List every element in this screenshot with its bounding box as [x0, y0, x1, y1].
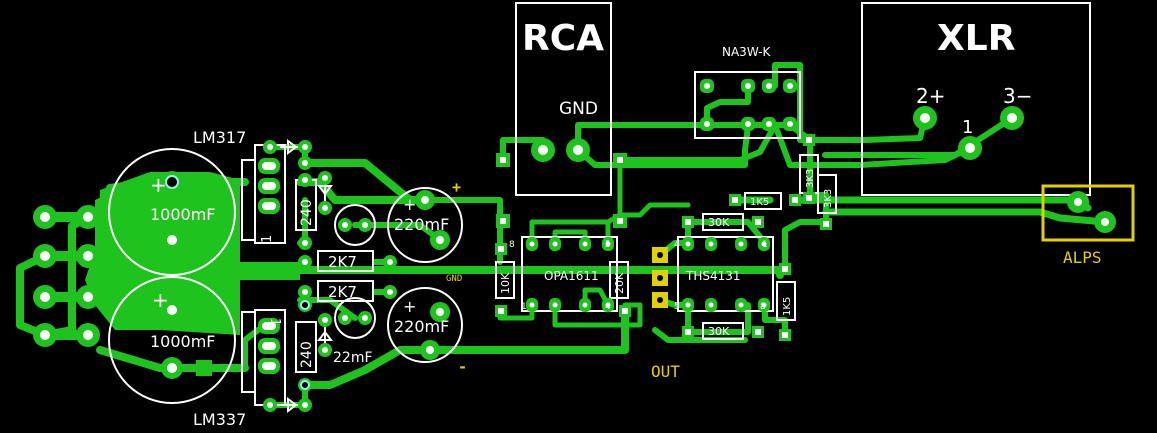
- r3k3-b-outline: [817, 174, 837, 214]
- cap-top-label: 1000mF: [150, 205, 216, 224]
- r10k-outline: [495, 261, 515, 299]
- cap-bot-label: 1000mF: [150, 332, 216, 351]
- ths-label: THS4131: [685, 269, 741, 283]
- r1k5-right-label: 1K5: [782, 297, 793, 316]
- r2k7-bot-outline: [317, 280, 374, 302]
- out-label: OUT: [651, 362, 680, 381]
- xlr-pin3-label: 3−: [1003, 84, 1032, 108]
- r240-bot-label: 240: [299, 341, 315, 368]
- small-pads: [263, 140, 397, 412]
- cap220-top-plus: +: [403, 195, 416, 214]
- lm317-pin1-label: 1: [260, 235, 275, 243]
- r20k-outline: [609, 261, 629, 299]
- ths-outline: [677, 236, 774, 312]
- rca-outline: [515, 2, 612, 196]
- lm317-label: LM317: [193, 128, 246, 147]
- rca-label: RCA: [522, 18, 604, 59]
- r2k7-top-outline: [317, 250, 374, 272]
- opa-pin1-label: 1: [521, 302, 527, 312]
- r10k-label: 10K: [499, 272, 512, 294]
- opa-pin8-label: 8: [509, 240, 515, 250]
- alps-outline: [1041, 184, 1135, 242]
- cap-top-plus: +: [150, 173, 167, 197]
- cap-bot-outline: [108, 276, 236, 404]
- cap-bot-plus: +: [152, 288, 169, 312]
- xlr-label: XLR: [937, 18, 1015, 59]
- cap220-top-label: 220mF: [394, 215, 449, 234]
- r240-bot-outline: [295, 321, 317, 373]
- r1k5-top-label: 1K5: [750, 197, 769, 208]
- r1k5-top-outline: [744, 192, 782, 210]
- r240-top-label: 240: [299, 199, 315, 226]
- opa-label: OPA1611: [544, 269, 599, 283]
- opa-pins: [526, 237, 614, 312]
- opa-pin5-label: 5: [605, 240, 611, 250]
- minus-rail-label: -: [458, 358, 467, 376]
- lm317-pads: [258, 158, 280, 214]
- r20k-label: 20K: [613, 272, 626, 294]
- cap-small-bot-outline: [334, 297, 376, 339]
- r2k7-top-label: 2K7: [328, 253, 357, 271]
- diode-bot-icon: [280, 397, 300, 413]
- ths-pin4-label: 4: [674, 240, 680, 250]
- xlr-outline: [861, 2, 1091, 196]
- xlr-pin2-label: 2+: [916, 84, 945, 108]
- na3w-outline: [694, 71, 801, 139]
- cap220-top-outline: [387, 187, 463, 263]
- lm337-pin1-label: 1: [267, 318, 282, 326]
- r30k-bot-outline: [702, 322, 744, 340]
- labels: RCA GND XLR 2+ 3− 1 NA3W-K LM317 LM337 1…: [150, 18, 1102, 429]
- lm337-tab: [241, 311, 256, 393]
- r1k5-right-outline: [776, 281, 796, 321]
- ths-pin1-label: 1: [762, 240, 768, 250]
- cap-top-outline: [108, 148, 236, 276]
- r2k7-bot-label: 2K7: [328, 283, 357, 301]
- r3k3-a-label: 3K3: [805, 169, 816, 188]
- ths-pins: [682, 237, 770, 312]
- na3w-pads: [700, 79, 797, 131]
- ths-pin5-label: 5: [674, 302, 680, 312]
- r30k-top-label: 30K: [708, 216, 730, 229]
- cap220-bot-plus: +: [403, 297, 416, 316]
- lm337-label: LM337: [193, 410, 246, 429]
- opa-outline: [521, 236, 618, 312]
- plus-rail-label: +: [452, 178, 461, 196]
- alps-label: ALPS: [1063, 248, 1102, 267]
- r30k-bot-label: 30K: [708, 325, 730, 338]
- r30k-top-outline: [702, 213, 744, 231]
- cap220-bot-outline: [387, 287, 463, 363]
- na3w-label: NA3W-K: [722, 45, 772, 59]
- lm317-tab: [241, 159, 256, 241]
- pads: [33, 79, 1116, 412]
- opa-pin4-label: 4: [605, 302, 611, 312]
- gnd-label: GND: [446, 274, 462, 284]
- lm337-pads: [258, 318, 280, 374]
- rca-gnd-label: GND: [559, 99, 598, 119]
- cap220-bot-label: 220mF: [394, 317, 449, 336]
- xlr-pin1-label: 1: [962, 117, 973, 138]
- cap-small-top-outline: [334, 204, 376, 246]
- r3k3-b-label: 3K3: [823, 189, 834, 208]
- left-connector-pads: [33, 205, 100, 347]
- cap22-label: 22mF: [333, 350, 373, 366]
- diode-top-icon: [280, 139, 300, 155]
- ths-pin8-label: 8: [760, 302, 766, 312]
